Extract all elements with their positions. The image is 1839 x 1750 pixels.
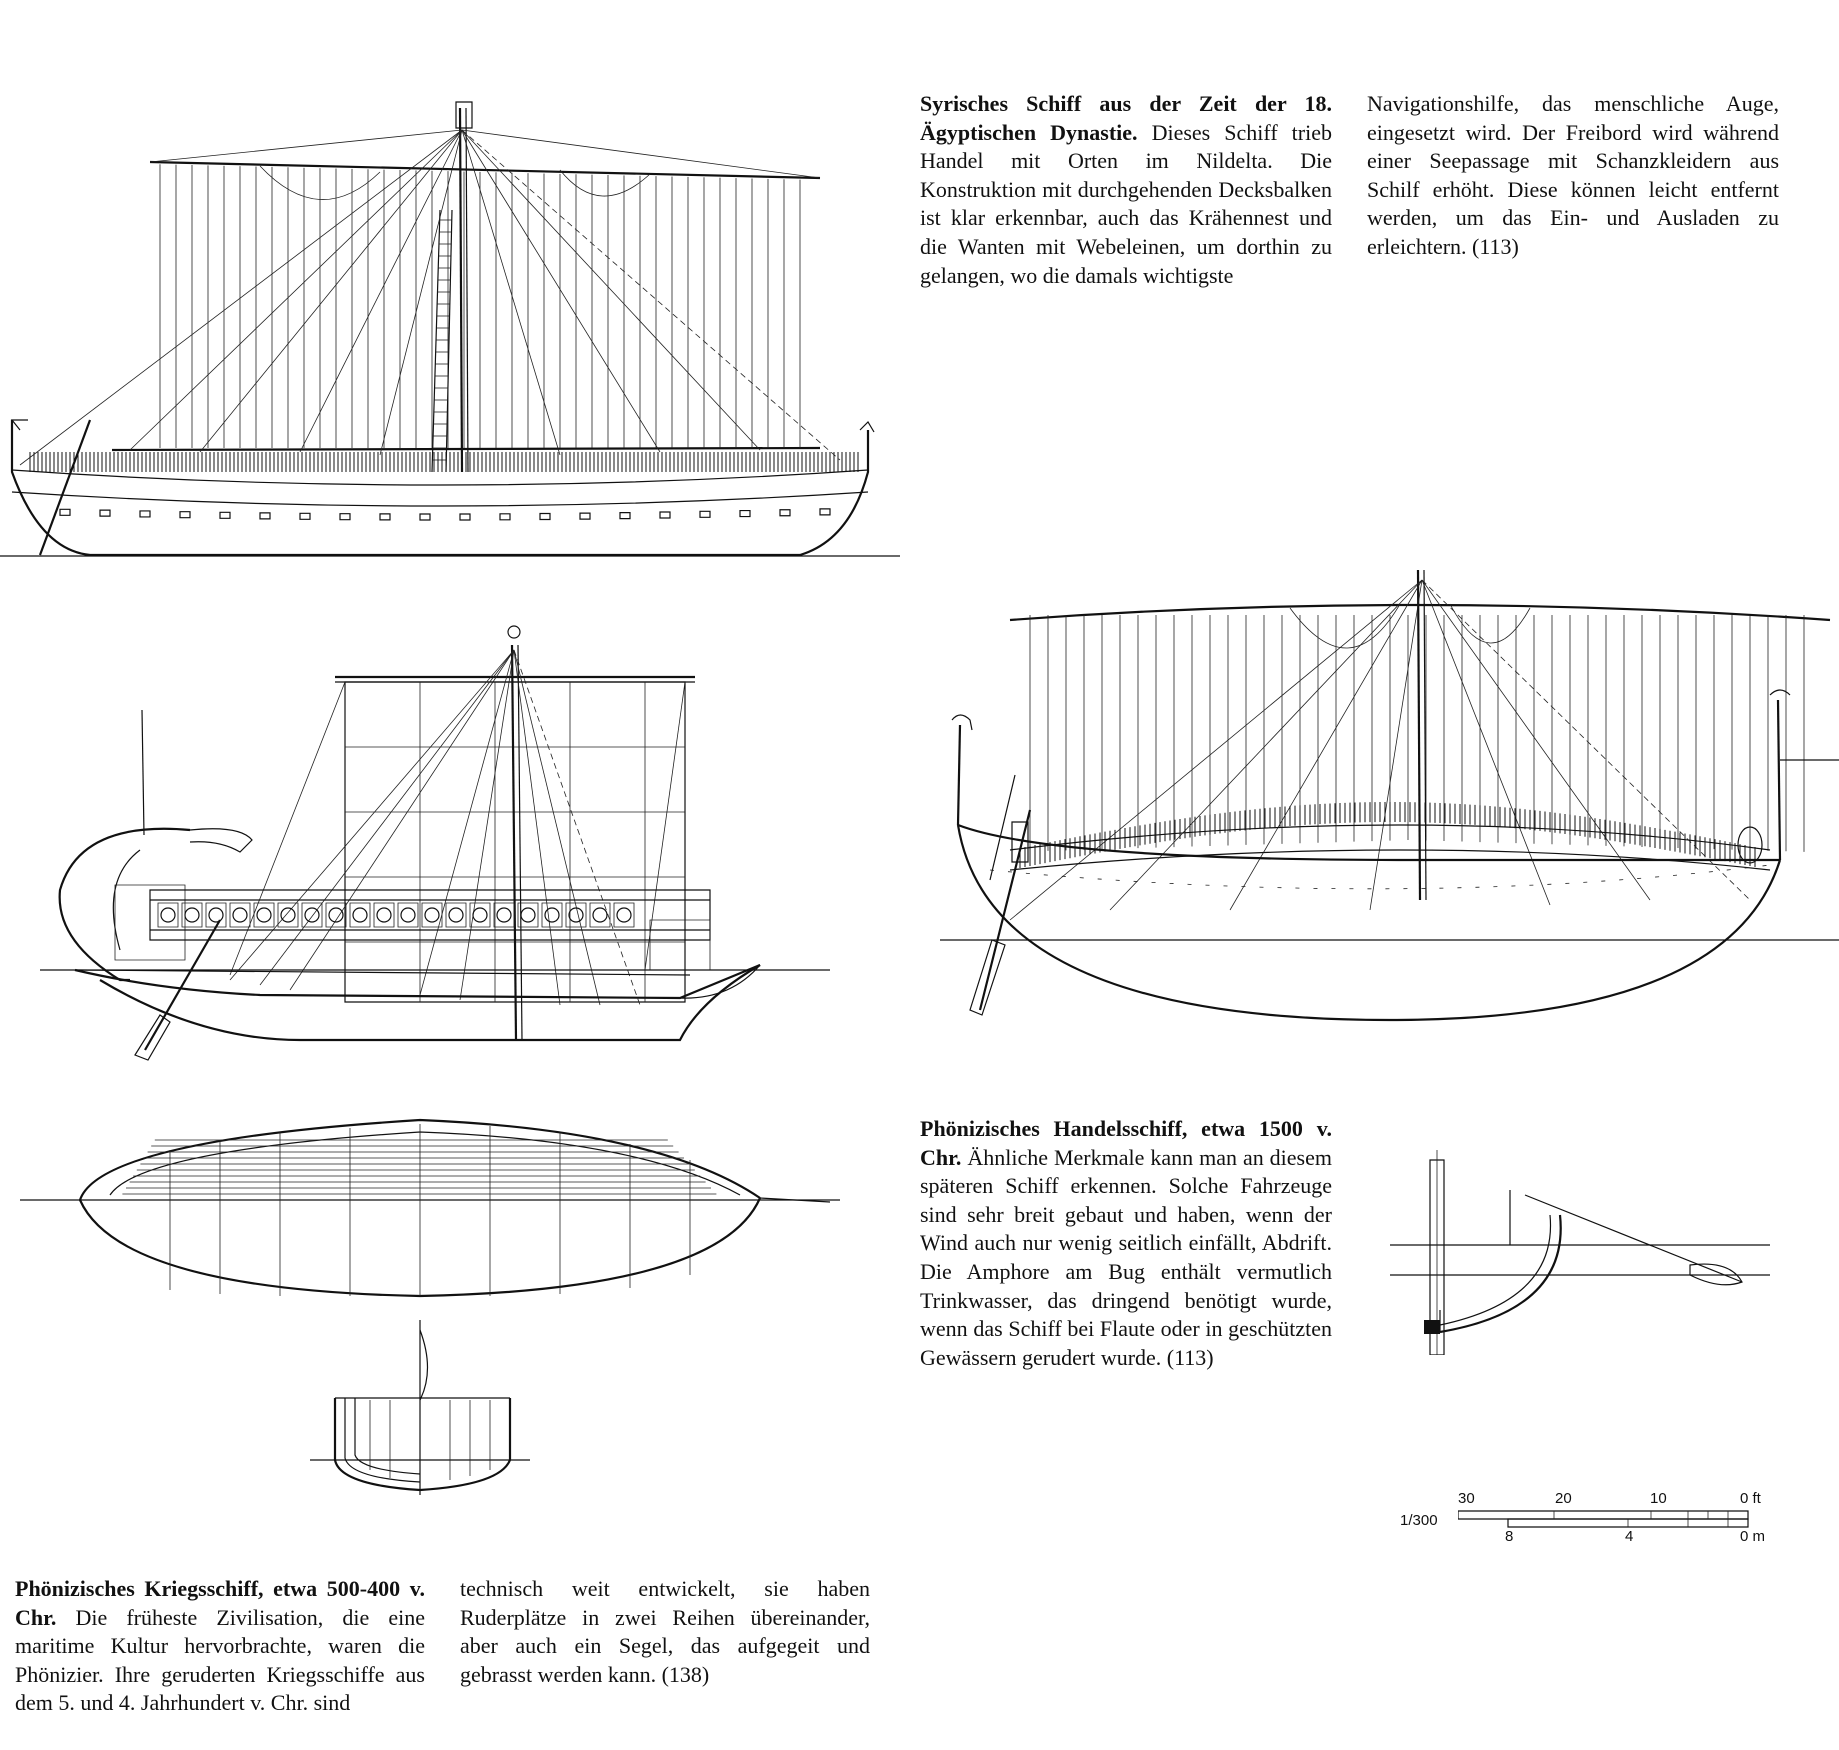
syrian-caption-col2: Navigationshilfe, das menschliche Auge, … bbox=[1367, 90, 1779, 262]
merchant-caption-body: Ähnliche Merkmale kann man an diesem spä… bbox=[920, 1144, 1332, 1370]
scale-feet-tick-10: 10 bbox=[1650, 1490, 1667, 1507]
syrian-caption-col1: Syrisches Schiff aus der Zeit der 18. Äg… bbox=[920, 90, 1332, 290]
scale-feet-tick-20: 20 bbox=[1555, 1490, 1572, 1507]
syrian-caption-body-cont: Navigationshilfe, das menschliche Auge, … bbox=[1367, 91, 1779, 259]
scale-meter-tick-0: 0 m bbox=[1740, 1528, 1766, 1545]
scale-ratio-label: 1/300 bbox=[1400, 1512, 1438, 1529]
scale-feet-tick-0: 0 ft bbox=[1740, 1490, 1761, 1507]
scale-bar-graphic bbox=[1458, 1510, 1758, 1528]
syrian-ship-svg bbox=[0, 100, 900, 560]
warship-side-drawing bbox=[40, 620, 830, 1075]
merchant-section-svg bbox=[1390, 1150, 1780, 1355]
syrian-caption-body: Dieses Schiff trieb Handel mit Orten im … bbox=[920, 119, 1332, 288]
warship-caption-title: Phönizisches Kriegsschiff, etwa 500-400 … bbox=[15, 1576, 425, 1630]
scale-bar: 1/300 30 20 10 0 ft 8 4 0 m bbox=[1400, 1490, 1820, 1550]
merchant-ship-drawing bbox=[930, 560, 1839, 1030]
warship-section-drawing bbox=[300, 1320, 540, 1495]
warship-section-svg bbox=[300, 1320, 540, 1495]
warship-caption-body-cont: technisch weit entwickelt, sie haben Rud… bbox=[460, 1576, 870, 1687]
warship-caption-body: Die früheste Zivilisation, die eine mari… bbox=[15, 1604, 425, 1716]
merchant-caption: Phönizisches Handelsschiff, etwa 1500 v.… bbox=[920, 1115, 1332, 1372]
syrian-ship-drawing bbox=[0, 100, 900, 560]
merchant-ship-svg bbox=[930, 560, 1839, 1030]
merchant-section-drawing bbox=[1390, 1150, 1780, 1355]
syrian-caption-title: Syrisches Schiff aus der Zeit der 18. Äg… bbox=[920, 91, 1332, 145]
warship-plan-drawing bbox=[20, 1110, 840, 1300]
warship-caption-col2: technisch weit entwickelt, sie haben Rud… bbox=[460, 1575, 870, 1689]
merchant-caption-title: Phönizisches Handelsschiff, etwa 1500 v.… bbox=[920, 1116, 1332, 1170]
scale-meter-tick-4: 4 bbox=[1625, 1528, 1634, 1545]
warship-side-svg bbox=[40, 620, 830, 1075]
scale-feet-tick-30: 30 bbox=[1458, 1490, 1475, 1507]
warship-caption-col1: Phönizisches Kriegsschiff, etwa 500-400 … bbox=[15, 1575, 425, 1718]
warship-plan-svg bbox=[20, 1110, 840, 1300]
scale-meter-tick-8: 8 bbox=[1505, 1528, 1514, 1545]
